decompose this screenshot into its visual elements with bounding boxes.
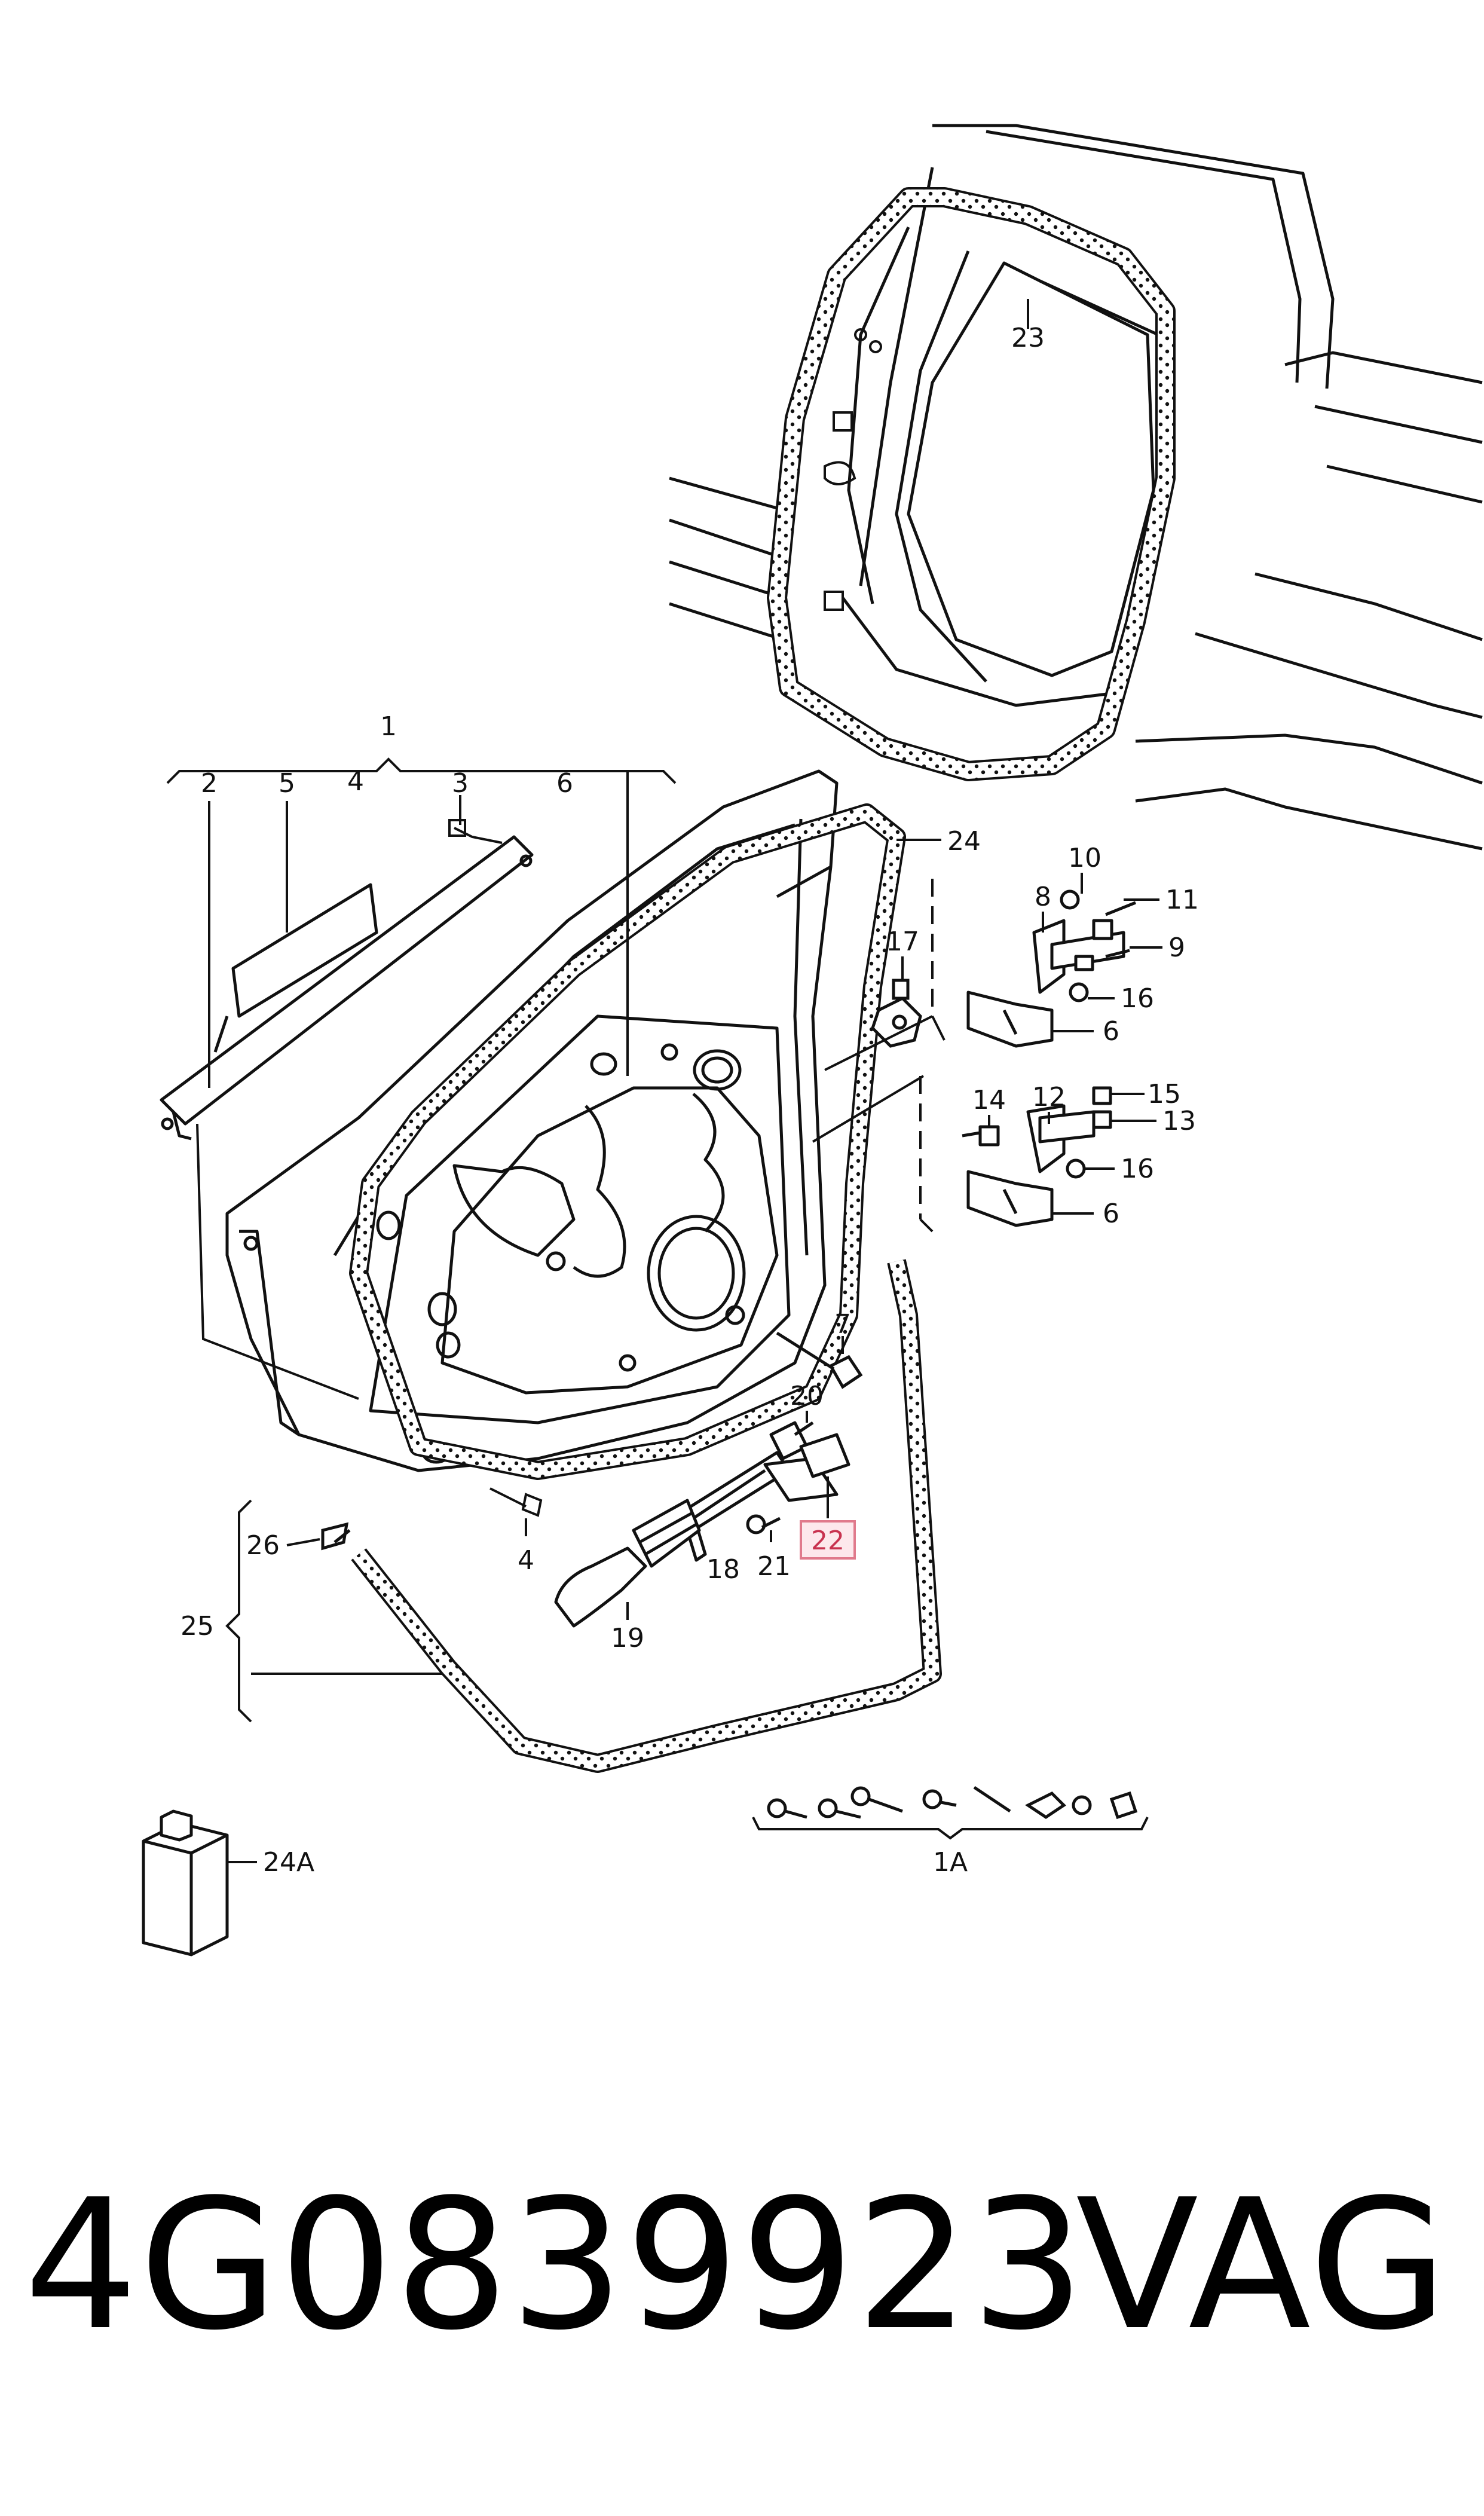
callout-11: 11 (1165, 885, 1199, 915)
callout-5: 5 (279, 768, 295, 799)
callout-16-upper: 16 (1121, 983, 1154, 1014)
door-seal-outer (349, 803, 906, 1480)
rear-door-shell (225, 769, 839, 1472)
bolt-7 (776, 1331, 863, 1389)
callout-4-lower: 4 (518, 1545, 534, 1576)
callout-1: 1 (380, 711, 397, 742)
callout-14: 14 (972, 1085, 1006, 1115)
car-body-door-opening (669, 124, 1483, 851)
brand-name: VAG (1076, 2161, 1449, 2370)
callout-13: 13 (1162, 1106, 1196, 1136)
callout-1a: 1A (933, 1847, 968, 1878)
callout-3: 3 (452, 768, 469, 799)
callout-19: 19 (611, 1623, 644, 1653)
callout-21: 21 (757, 1551, 791, 1582)
callout-22: 22 (811, 1526, 844, 1556)
callout-23: 23 (1011, 323, 1045, 353)
callout-18: 18 (706, 1554, 740, 1585)
callout-9: 9 (1168, 933, 1185, 963)
callout-10: 10 (1068, 843, 1101, 873)
callout-4: 4 (347, 766, 364, 797)
callout-6: 6 (556, 768, 573, 799)
callout-25: 25 (180, 1611, 214, 1641)
callout-22-highlight-box (800, 1520, 856, 1560)
callout-6-lower-hinge: 6 (1103, 1199, 1119, 1229)
callout-24a: 24A (263, 1847, 314, 1878)
callout-2: 2 (201, 768, 218, 799)
leader-lines (166, 299, 1162, 1863)
small-fasteners-1a (767, 1786, 1138, 1820)
callout-12: 12 (1032, 1082, 1066, 1112)
callout-17: 17 (886, 927, 919, 957)
callout-16-lower: 16 (1121, 1154, 1154, 1184)
bottle-24a (142, 1809, 229, 1956)
callout-7: 7 (834, 1309, 851, 1340)
callout-6-upper-hinge: 6 (1103, 1016, 1119, 1047)
callout-26: 26 (246, 1530, 280, 1561)
callout-labels: 1 2 3 4 4 5 6 6 6 7 8 9 10 11 12 13 14 1… (180, 323, 1199, 1878)
callout-24: 24 (947, 826, 981, 857)
callout-20: 20 (790, 1381, 824, 1411)
door-opening-seal (767, 187, 1176, 781)
upper-hinge (966, 889, 1136, 1048)
door-seal-lower (351, 1259, 942, 1773)
door-check-strap (871, 979, 922, 1048)
callout-8: 8 (1035, 882, 1051, 912)
door-trim-strip (160, 835, 534, 1141)
part-number: 4G0839923 (24, 2161, 1087, 2370)
exploded-parts-diagram: 1 2 3 4 4 5 6 6 6 7 8 9 10 11 12 13 14 1… (142, 124, 1483, 1956)
clip-26 (321, 1522, 351, 1551)
lower-hinge (962, 1086, 1112, 1227)
window-regulator-parts (554, 1421, 850, 1628)
callout-15: 15 (1148, 1079, 1181, 1109)
